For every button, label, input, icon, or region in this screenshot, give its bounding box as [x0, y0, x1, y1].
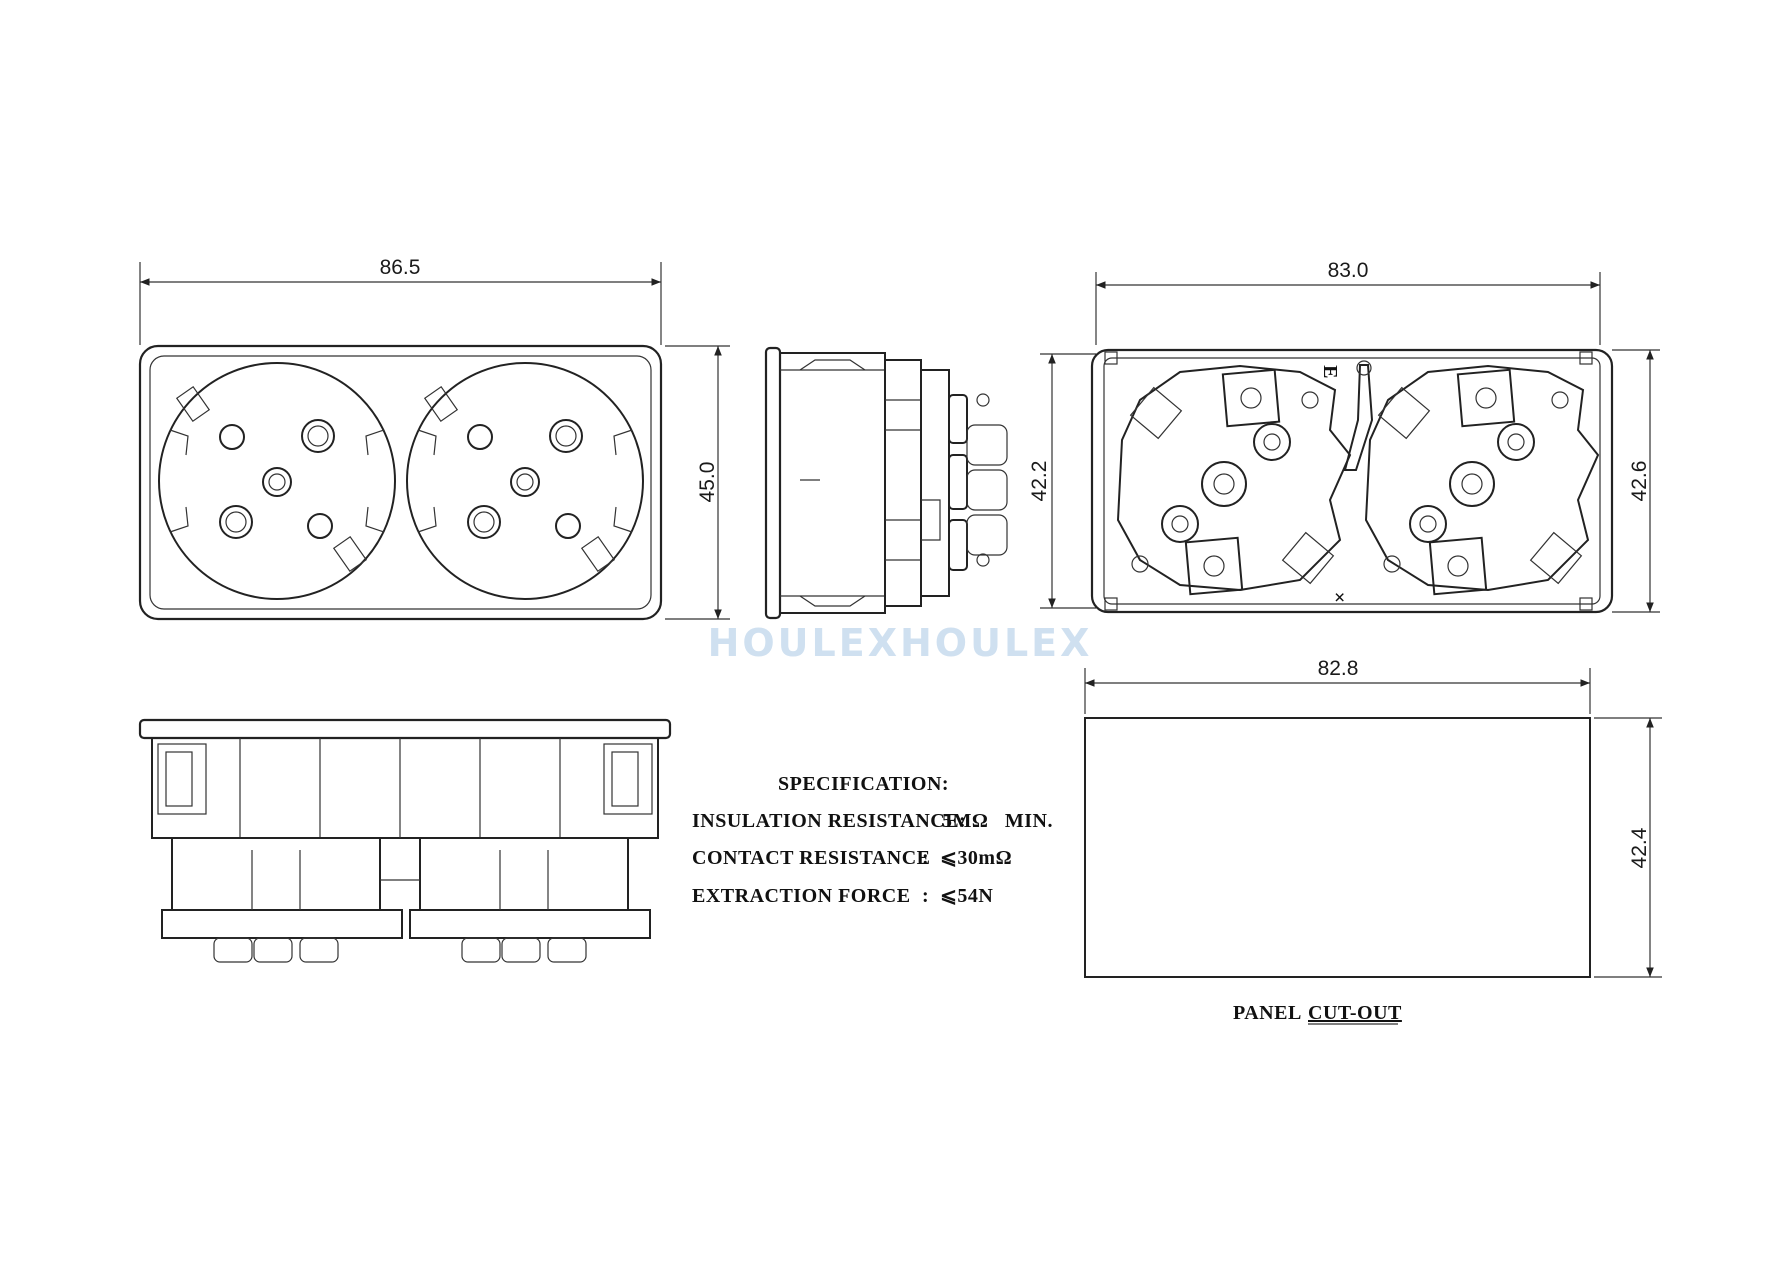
dimension-cutout-width: 82.8 [1318, 657, 1359, 680]
spec-label-extraction: EXTRACTION FORCE [692, 885, 911, 907]
dimension-rear-height-left: 42.2 [1028, 461, 1051, 502]
spec-title: SPECIFICATION: [778, 773, 949, 795]
watermark: HOULEXHOULEX [708, 621, 1093, 665]
bottom-view [138, 718, 672, 963]
dimension-front-width: 86.5 [380, 256, 421, 279]
cutout-label-cutout: CUT-OUT [1308, 1002, 1402, 1024]
side-view [764, 346, 1008, 620]
socket-right [406, 362, 644, 600]
spec-value-insulation: 5MΩ MIN. [942, 810, 1053, 832]
panel-cutout: 82.8 42.4 PANEL CUT-OUT [1084, 657, 1662, 1025]
spec-label-contact: CONTACT RESISTANCE [692, 847, 931, 869]
specification-block: SPECIFICATION: INSULATION RESISTANCE: 5M… [692, 773, 1053, 907]
front-view: 86.5 45.0 [138, 256, 730, 621]
cutout-label-panel: PANEL [1233, 1002, 1302, 1024]
dimension-cutout-height: 42.4 [1628, 827, 1651, 868]
spec-label-insulation: INSULATION RESISTANCE: [692, 810, 966, 832]
dimension-rear-height-right: 42.6 [1628, 461, 1651, 502]
dimension-front-height: 45.0 [696, 462, 719, 503]
cross-mark: × [1334, 587, 1346, 609]
earth-mark: E [1319, 365, 1341, 379]
spec-value-extraction: : ⩽54N [922, 885, 993, 907]
socket-left [158, 362, 396, 600]
spec-value-contact: : ⩽30mΩ [922, 847, 1012, 869]
rear-view: 83.0 42.2 42.6 [1028, 259, 1660, 614]
dimension-rear-width: 83.0 [1328, 259, 1369, 282]
